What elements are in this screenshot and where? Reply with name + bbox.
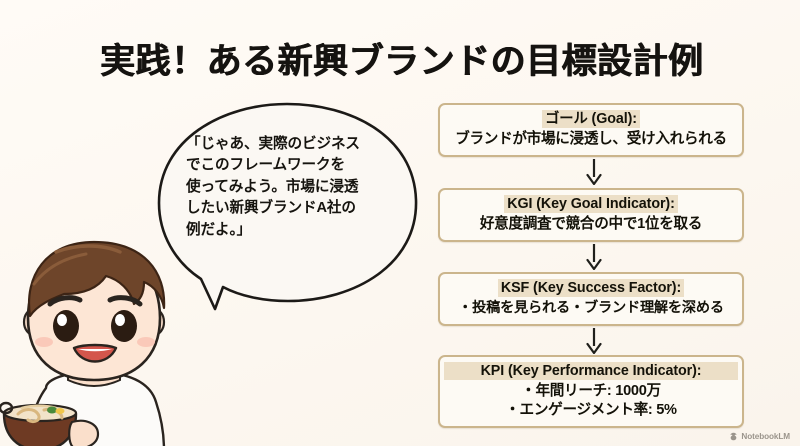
notebooklm-watermark: NotebookLM [729,432,790,441]
arrow-down-icon-3 [586,328,602,354]
flow-box-kpi-body: ・年間リーチ: 1000万 ・エンゲージメント率: 5% [505,383,677,419]
page-title: 実践！ある新興ブランドの目標設計例 [100,42,704,81]
speech-bubble-shape [157,102,418,311]
flow-box-kgi-body: 好意度調査で競合の中で1位を取る [479,216,703,233]
speech-bubble-text: 「じゃあ、実際のビジネス でこのフレームワークを 使ってみよう。市場に浸透 した… [186,136,360,238]
notebooklm-icon [730,432,738,441]
arrow-down-icon-2 [586,244,602,270]
character-illustration [0,238,199,446]
speech-bubble: 「じゃあ、実際のビジネス でこのフレームワークを 使ってみよう。市場に浸透 した… [155,101,420,313]
notebooklm-watermark-label: NotebookLM [741,432,790,441]
goal-framework-flow: ゴール (Goal): ブランドが市場に浸透し、受け入れられる KGI (Key… [430,96,752,431]
flow-box-ksf-body: ・投稿を見られる・ブランド理解を深める [458,300,724,317]
arrow-down-icon-1 [586,159,602,185]
flow-box-goal-body: ブランドが市場に浸透し、受け入れられる [455,131,727,148]
flow-box-ksf[interactable]: KSF (Key Success Factor): ・投稿を見られる・ブランド理… [438,272,744,326]
flow-box-kgi-head: KGI (Key Goal Indicator): [504,195,678,214]
flow-box-kpi-head: KPI (Key Performance Indicator): [444,362,738,381]
flow-box-kgi[interactable]: KGI (Key Goal Indicator): 好意度調査で競合の中で1位を… [438,188,744,243]
flow-box-goal-head: ゴール (Goal): [542,110,640,129]
flow-box-goal[interactable]: ゴール (Goal): ブランドが市場に浸透し、受け入れられる [438,103,744,158]
chibi-boy-icon [0,240,166,446]
flow-box-ksf-head: KSF (Key Success Factor): [497,279,685,298]
flow-box-kpi[interactable]: KPI (Key Performance Indicator): ・年間リーチ:… [438,355,744,429]
